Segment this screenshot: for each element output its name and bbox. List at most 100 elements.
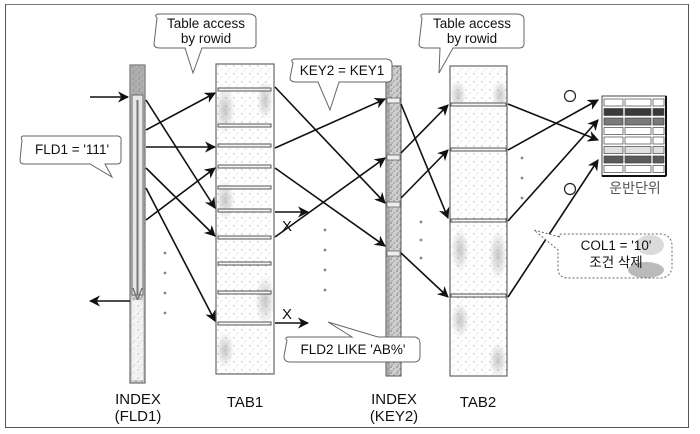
fld1-to-tab1-arrow — [145, 92, 216, 131]
continuation-dot — [163, 311, 167, 315]
index-key2-entry — [386, 201, 401, 208]
continuation-dot — [419, 238, 423, 242]
result-cell — [624, 108, 652, 116]
index-key2-entry — [386, 97, 401, 104]
result-cell — [652, 136, 665, 145]
callout-col1-shape — [533, 229, 673, 279]
index-fld1-column — [129, 64, 146, 384]
result-cell — [603, 108, 624, 116]
tab2-row — [450, 218, 507, 223]
continuation-dot — [520, 176, 524, 180]
result-cell — [652, 108, 665, 116]
tab1-to-key2-arrow — [274, 157, 386, 238]
result-label: 운반단위 — [609, 180, 661, 196]
continuation-dot — [419, 220, 423, 224]
result-cell — [603, 146, 624, 154]
tab2-to-result-arrow — [507, 159, 599, 298]
key2-to-tab2-arrow — [400, 252, 449, 298]
callout-table-access-2-shape — [418, 13, 525, 74]
tab1-to-key2-arrow — [274, 167, 386, 247]
col1-condition-line2: 조건 삭제 — [589, 255, 643, 270]
result-cell — [603, 127, 624, 135]
tab1-to-key2-arrow — [274, 86, 386, 204]
continuation-dot — [323, 228, 327, 232]
continuation-dot — [323, 248, 327, 252]
tab1-label: TAB1 — [226, 394, 264, 411]
result-cell — [624, 127, 652, 135]
result-cell — [652, 155, 665, 164]
tab1-row — [217, 143, 272, 148]
reject-mark-2: X — [281, 306, 292, 323]
result-cell — [603, 117, 624, 126]
accept-mark-1 — [563, 89, 577, 103]
fld1-condition-text: FLD1 = '111' — [34, 142, 110, 157]
tab1-row — [217, 290, 272, 295]
continuation-dot — [419, 256, 423, 260]
tab2-row — [450, 147, 507, 152]
continuation-dot — [520, 196, 524, 200]
callout-key2-shape — [289, 58, 393, 112]
fld1-to-tab1-arrow — [145, 167, 216, 221]
tab1-row — [217, 123, 272, 128]
result-cell — [603, 98, 624, 107]
callout-fld1-shape — [19, 135, 122, 179]
result-cell — [652, 146, 665, 154]
index-key2-label-line2: (KEY2) — [369, 408, 419, 425]
index-key2-entry — [386, 154, 401, 161]
result-cell — [652, 127, 665, 135]
result-cell — [624, 117, 652, 126]
tab1-row — [217, 87, 272, 92]
tab2-column — [449, 65, 508, 378]
callout-table-access-1-shape — [153, 13, 257, 75]
continuation-dot — [323, 268, 327, 272]
result-cell — [624, 155, 652, 164]
tab1-row — [217, 321, 272, 326]
reject-mark-1: X — [281, 218, 292, 235]
tab1-column — [215, 63, 275, 375]
tab1-row — [217, 164, 272, 169]
index-fld1-label-line2: (FLD1) — [114, 408, 162, 425]
table-access-1-line2: by rowid — [180, 31, 232, 46]
result-cell — [624, 165, 652, 173]
tab2-row — [450, 293, 507, 298]
tab1-row — [217, 208, 272, 213]
index-key2-label-line1: INDEX — [371, 391, 417, 408]
key2-to-tab2-arrow — [400, 149, 449, 199]
tab2-to-result-arrow — [507, 99, 599, 151]
fld1-to-tab1-arrow — [145, 187, 216, 322]
tab1-row — [217, 185, 272, 190]
result-table — [601, 95, 667, 177]
accept-mark-2 — [563, 182, 577, 196]
fld2-condition-text: FLD2 LIKE 'AB%' — [300, 342, 406, 357]
table-access-1-line1: Table access — [166, 16, 246, 31]
result-cell — [603, 155, 624, 164]
key2-to-tab2-arrow — [400, 104, 449, 154]
result-cell — [624, 98, 652, 107]
table-access-2-line1: Table access — [432, 16, 512, 31]
continuation-dot — [323, 288, 327, 292]
continuation-dot — [520, 156, 524, 160]
tab1-row — [217, 261, 272, 266]
tab1-to-key2-arrow — [274, 97, 387, 149]
callout-fld2-shape — [283, 321, 421, 363]
result-cell — [624, 146, 652, 154]
result-cell — [603, 136, 624, 145]
table-access-2-line2: by rowid — [446, 31, 498, 46]
result-cell — [624, 136, 652, 145]
tab2-to-result-arrow — [507, 119, 599, 222]
index-key2-entry — [386, 250, 401, 257]
result-cell — [652, 165, 665, 173]
result-cell — [652, 117, 665, 126]
col1-condition-line1: COL1 = '10' — [580, 238, 652, 253]
join-condition-text: KEY2 = KEY1 — [299, 63, 385, 78]
tab2-to-result-arrow — [507, 103, 600, 142]
key2-to-tab2-arrow — [400, 103, 450, 220]
continuation-dot — [163, 251, 167, 255]
index-key2-column — [385, 65, 402, 377]
tab1-row — [217, 235, 272, 240]
tab2-label: TAB2 — [459, 394, 497, 411]
index-fld1-label-line1: INDEX — [115, 391, 161, 408]
fld1-to-tab1-arrow — [145, 99, 216, 209]
fld1-to-tab1-arrow — [145, 167, 216, 237]
